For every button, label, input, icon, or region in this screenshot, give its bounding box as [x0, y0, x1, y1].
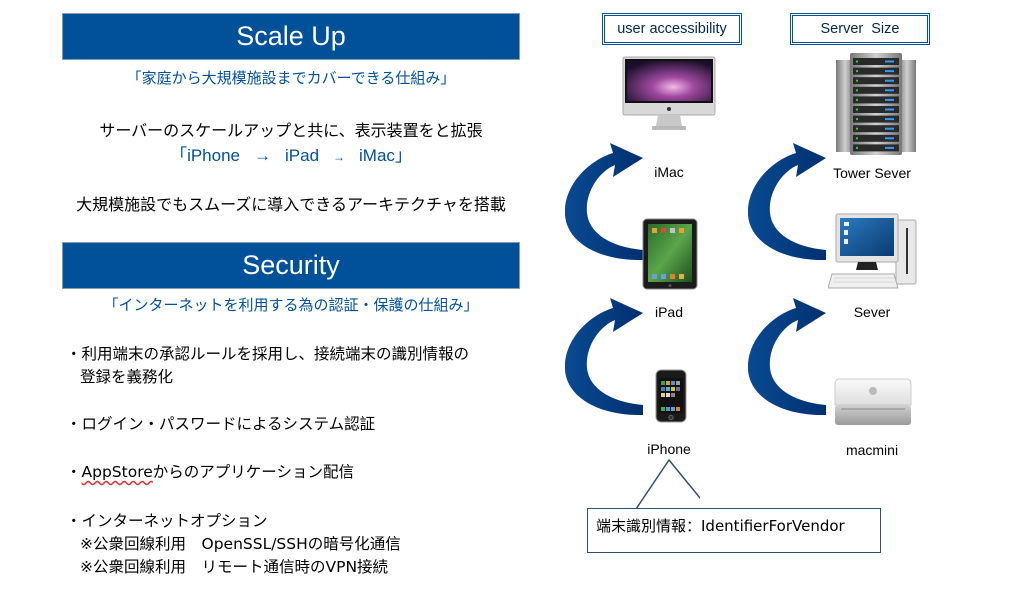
device-label-ipad: iPad: [654, 304, 684, 320]
bullet-text-cont: 登録を義務化: [80, 368, 174, 386]
rack-unit: [853, 134, 899, 142]
flow-item-imac: iMac: [359, 146, 395, 165]
scale-up-title: Scale Up: [236, 21, 346, 51]
desktop-pc-icon: [828, 213, 917, 289]
rack-led: [856, 60, 858, 63]
imac-icon: [622, 56, 716, 130]
ipad-icon: [642, 218, 698, 290]
curved-arrow-ipad-to-imac-icon: [565, 143, 645, 273]
rack-led: [856, 137, 858, 140]
rack-indicator: [885, 108, 894, 111]
flow-bracket-open: 「: [170, 146, 188, 165]
rack-unit: [853, 67, 899, 75]
bullet-dot: ・: [66, 463, 82, 481]
security-bullet-2: ・ログイン・パスワードによるシステム認証: [66, 413, 375, 436]
iphone-icon: [655, 369, 687, 423]
flow-arrow-icon: →: [254, 146, 271, 165]
rack-indicator: [885, 118, 894, 121]
flow-bracket-close: 」: [394, 146, 412, 165]
device-label-imac: iMac: [654, 164, 684, 180]
bullet-sub-item: ※公衆回線利用 OpenSSL/SSHの暗号化通信: [80, 535, 401, 553]
rack-indicator: [885, 60, 894, 63]
security-bullet-3: ・AppStoreからのアプリケーション配信: [66, 461, 354, 484]
appstore-text: AppStore: [81, 463, 153, 481]
callout-pointer: [635, 458, 700, 510]
rack-led: [856, 89, 858, 92]
security-bullet-4: ・インターネットオプション ※公衆回線利用 OpenSSL/SSHの暗号化通信 …: [66, 510, 401, 579]
rack-indicator: [885, 146, 894, 149]
device-label-macmini: macmini: [845, 442, 899, 458]
column-label-server-size: Server Size: [790, 13, 930, 45]
rack-unit: [853, 125, 899, 133]
curved-arrow-sever-to-tower-icon: [748, 143, 828, 273]
device-label-sever: Sever: [853, 304, 891, 320]
mac-mini-icon: [834, 378, 912, 425]
security-subtitle: 「インターネットを利用する為の認証・保護の仕組み」: [103, 296, 479, 314]
scale-up-subtitle: 「家庭から大規模施設までカバーできる仕組み」: [126, 69, 456, 87]
security-bullet-1: ・利用端末の承認ルールを採用し、接続端末の識別情報の 登録を義務化: [66, 343, 469, 389]
scale-up-line-2: 大規模施設でもスムーズに導入できるアーキテクチャを搭載: [76, 195, 506, 214]
rack-unit: [853, 77, 899, 85]
security-banner: Security: [62, 242, 520, 289]
rack-led: [856, 118, 858, 121]
rack-unit: [853, 58, 899, 65]
rack-unit: [853, 96, 899, 104]
rack-indicator: [885, 98, 894, 101]
rack-indicator: [885, 89, 894, 92]
device-identifier-callout: 端末識別情報：IdentifierForVendor: [587, 508, 881, 553]
callout-text: 端末識別情報：IdentifierForVendor: [596, 517, 845, 535]
rack-led: [856, 108, 858, 111]
flow-item-iphone: iPhone: [187, 146, 240, 165]
device-label-tower-server: Tower Sever: [833, 165, 911, 181]
rack-indicator: [885, 127, 894, 130]
rack-led: [856, 70, 858, 73]
scale-up-line-1: サーバーのスケールアップと共に、表示装置をと拡張: [99, 121, 483, 140]
rack-unit: [853, 115, 899, 123]
server-rack-icon: [836, 53, 916, 155]
rack-indicator: [885, 70, 894, 73]
bullet-text: ・利用端末の承認ルールを採用し、接続端末の識別情報の: [66, 345, 470, 363]
rack-indicator: [885, 137, 894, 140]
rack-led: [856, 146, 858, 149]
rack-led: [856, 79, 858, 82]
bullet-sub-item: ※公衆回線利用 リモート通信時のVPN接続: [80, 558, 389, 576]
rack-unit: [853, 106, 899, 113]
device-label-iphone: iPhone: [647, 441, 691, 457]
rack-unit: [853, 144, 899, 152]
security-title: Security: [242, 250, 340, 280]
rack-led: [856, 98, 858, 101]
scale-up-banner: Scale Up: [62, 13, 520, 60]
bullet-text: からのアプリケーション配信: [152, 463, 354, 481]
device-flow: 「iPhone → iPad → iMac」: [62, 141, 520, 166]
column-label-user-accessibility: user accessibility: [602, 13, 742, 45]
bullet-text: ・ログイン・パスワードによるシステム認証: [66, 415, 376, 433]
rack-unit: [853, 86, 899, 94]
bullet-text: ・インターネットオプション: [66, 512, 268, 530]
rack-led: [856, 127, 858, 130]
flow-item-ipad: iPad: [285, 146, 320, 165]
flow-arrow-icon: →: [333, 150, 346, 164]
rack-indicator: [885, 79, 894, 82]
